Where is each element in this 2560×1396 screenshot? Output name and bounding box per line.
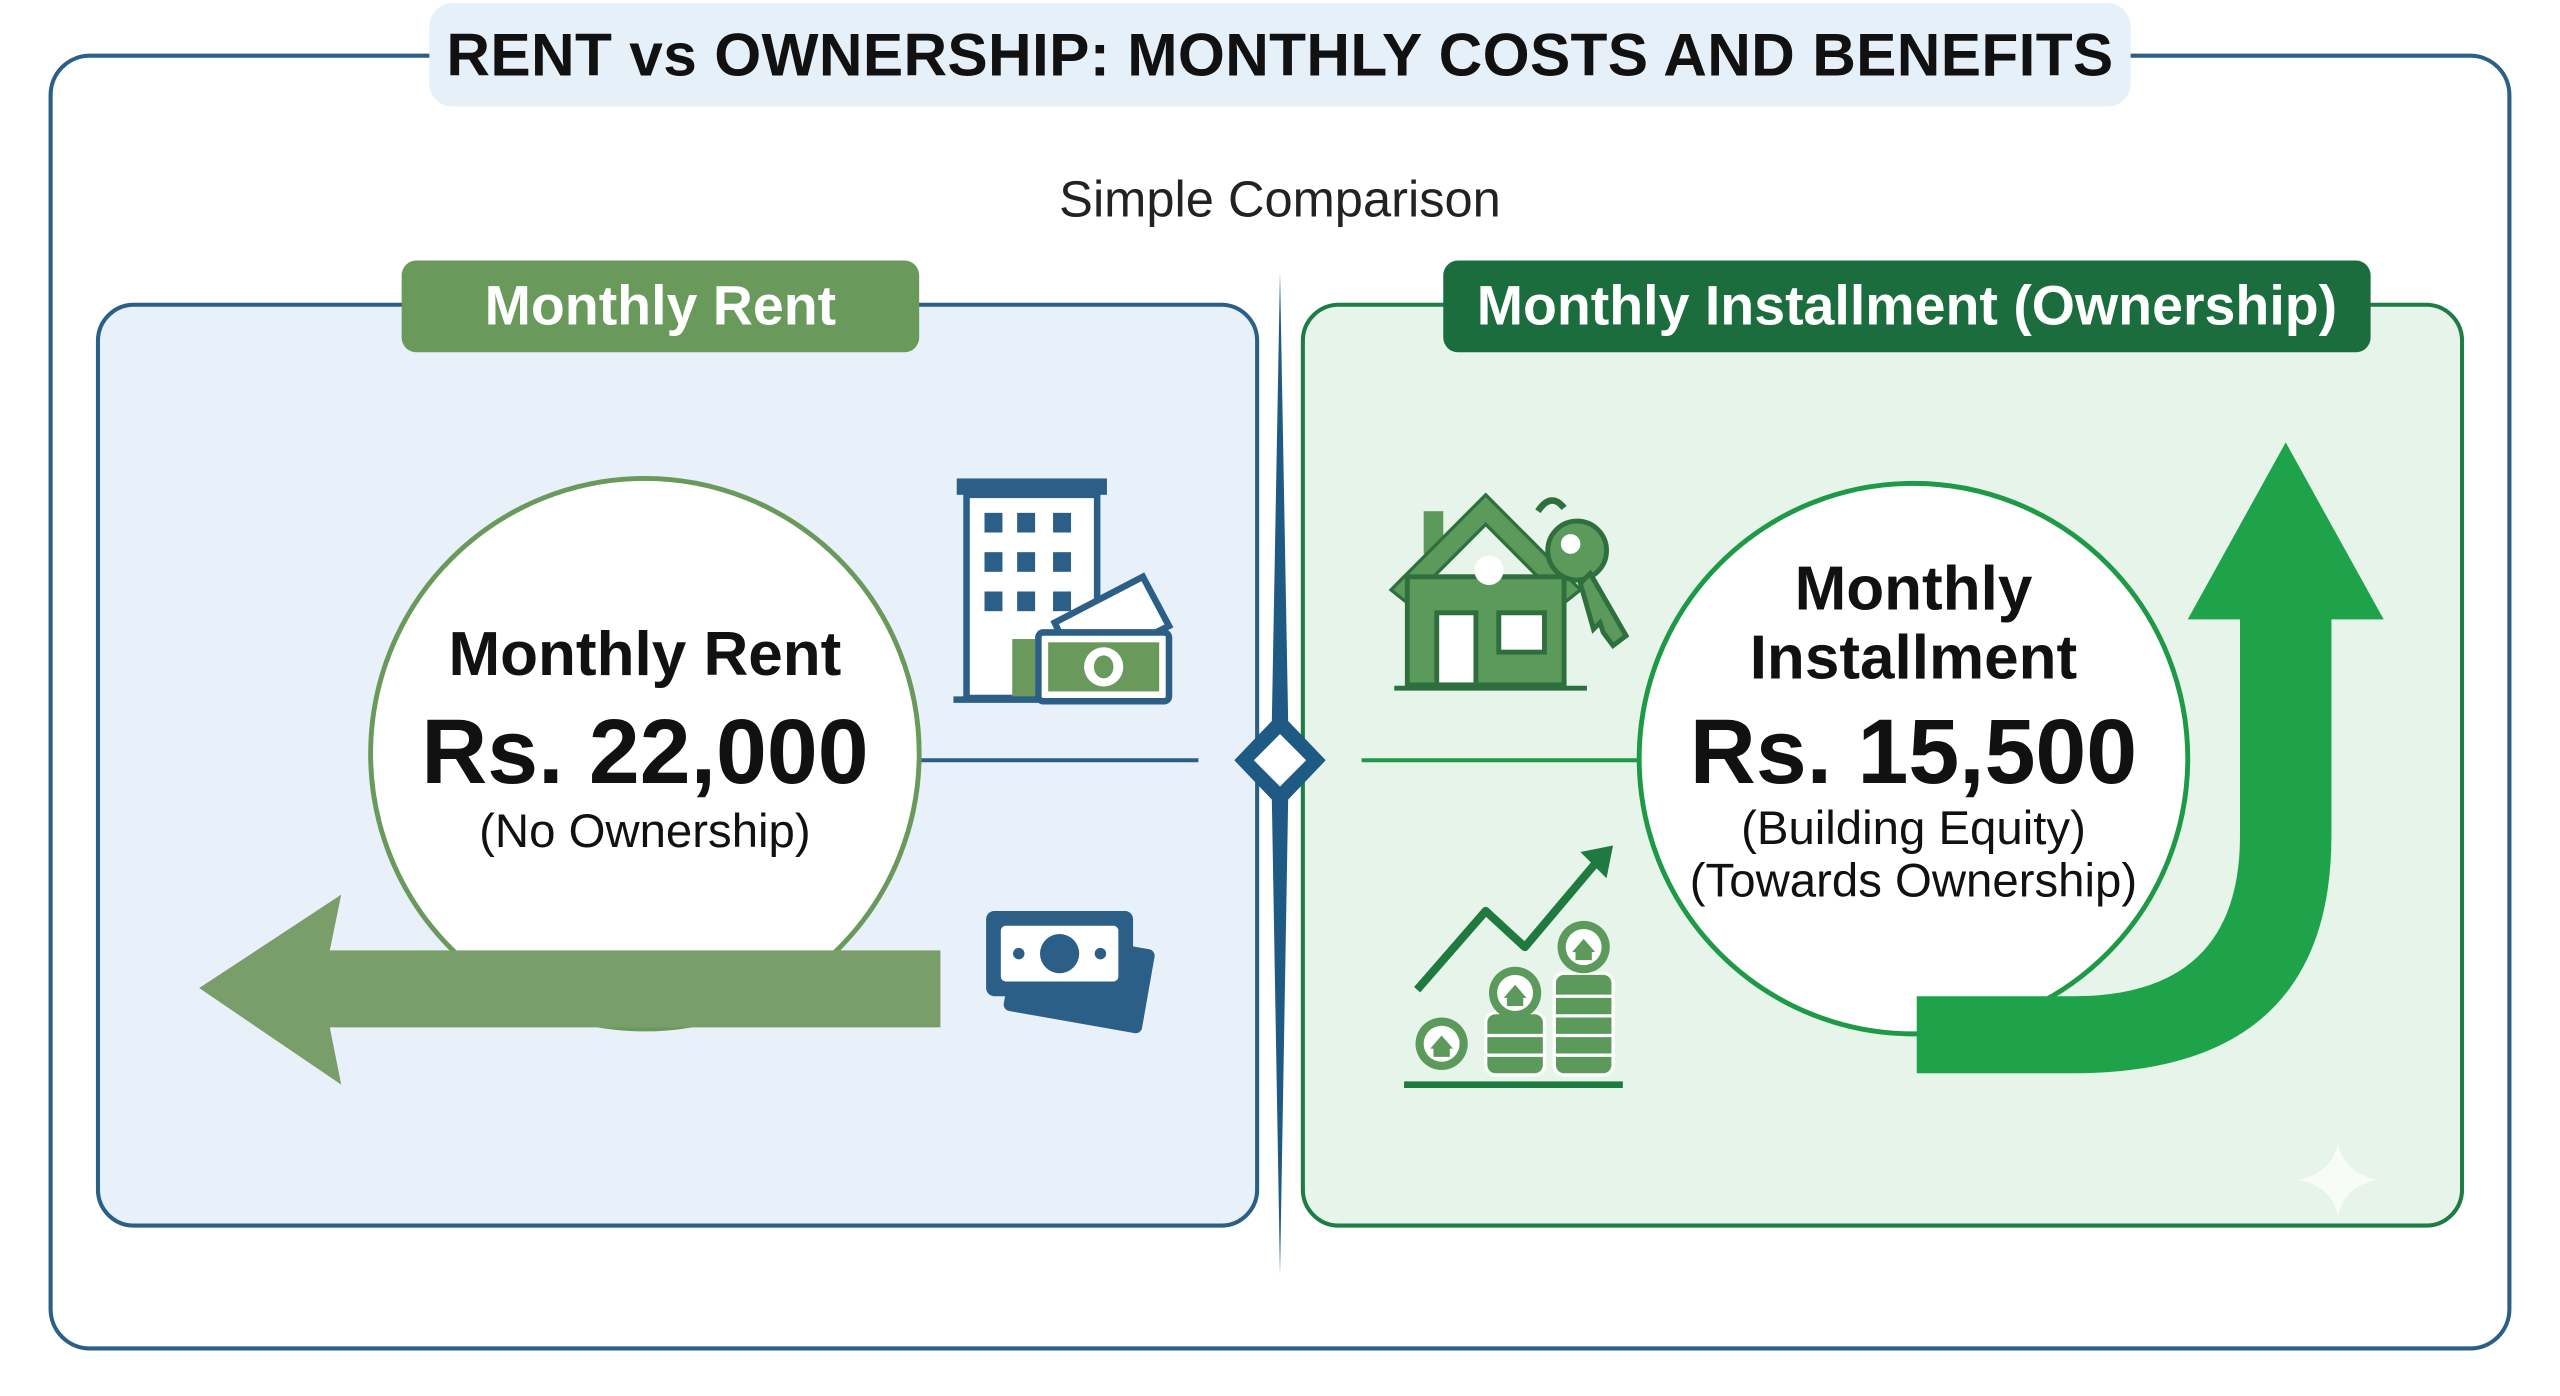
rent-amount: Rs. 22,000: [421, 699, 869, 803]
own-note-2: (Towards Ownership): [1689, 855, 2138, 908]
rent-heading: Monthly Rent: [448, 620, 842, 690]
own-amount: Rs. 15,500: [1689, 698, 2138, 803]
rent-panel-tag: Monthly Rent: [401, 260, 920, 353]
own-circle: [1636, 480, 2191, 1037]
sparkle-icon: [2298, 1143, 2378, 1216]
rent-circle-content: Monthly Rent Rs. 22,000 (No Ownership): [371, 620, 920, 861]
subtitle: Simple Comparison: [1059, 170, 1501, 228]
left-arrow-icon: [199, 894, 941, 1085]
own-heading-line1: Monthly: [1794, 555, 2033, 625]
own-panel-tag: Monthly Installment (Ownership): [1443, 260, 2371, 353]
own-circle-content: Monthly Installment Rs. 15,500 (Building…: [1639, 555, 2188, 909]
cash-bill-icon: [1035, 572, 1174, 705]
own-note-1: (Building Equity): [1741, 803, 2086, 856]
page-title: RENT vs OWNERSHIP: MONTHLY COSTS AND BEN…: [429, 3, 2131, 107]
curved-up-arrow-icon: [1916, 442, 2384, 1074]
own-heading-line2: Installment: [1749, 623, 2078, 693]
rent-note: (No Ownership): [479, 806, 811, 860]
house-with-key-icon: [1388, 492, 1630, 691]
rent-circle: [368, 475, 922, 1032]
growth-coins-chart-icon: [1404, 845, 1623, 1088]
money-stack-icon: [986, 911, 1155, 1034]
